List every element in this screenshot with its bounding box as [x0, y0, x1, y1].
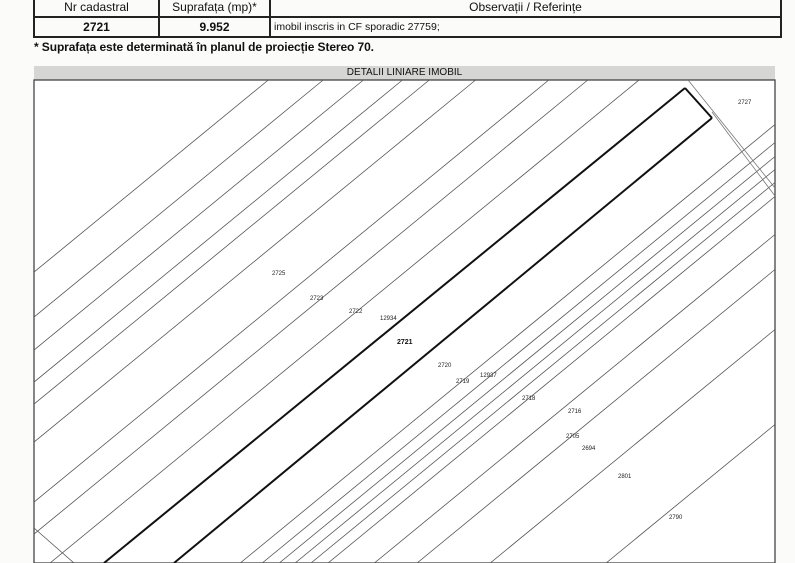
parcel-boundary-line — [33, 79, 589, 535]
road-boundary-line — [711, 111, 776, 197]
main-parcel-boundary — [173, 117, 713, 563]
parcel-boundary-line — [294, 169, 776, 563]
parcel-label: 2725 — [272, 271, 286, 277]
parcel-boundary-line — [279, 156, 776, 563]
parcel-boundary-line — [33, 79, 476, 443]
parcel-boundary-line — [239, 124, 776, 563]
parcel-boundary-line — [33, 79, 324, 318]
plan-frame — [33, 79, 776, 563]
cell-nr-cadastral: 2721 — [33, 16, 160, 38]
header-suprafata: Suprafața (mp)* — [158, 0, 271, 18]
table-header-row: Nr cadastral Suprafața (mp)* Observații … — [33, 0, 782, 18]
parcel-boundary-line — [33, 79, 403, 383]
parcel-boundary-line — [33, 79, 364, 351]
parcel-boundary-line — [33, 79, 430, 405]
parcel-boundary-line — [605, 424, 776, 563]
parcel-label: 2718 — [522, 396, 536, 402]
parcel-label: 2722 — [349, 309, 363, 315]
parcel-label: 2801 — [618, 474, 632, 480]
parcel-boundary-line — [374, 234, 776, 563]
parcel-label: 2716 — [568, 409, 582, 415]
main-parcel-boundary — [684, 87, 713, 119]
parcel-boundary-line — [416, 269, 776, 563]
parcel-label: 2723 — [310, 296, 324, 302]
cadastral-table: Nr cadastral Suprafața (mp)* Observații … — [33, 0, 782, 38]
cell-suprafata: 9.952 — [158, 16, 271, 38]
parcel-boundary-line — [33, 79, 269, 273]
parcel-label: 2790 — [669, 515, 683, 521]
header-nr-cadastral: Nr cadastral — [33, 0, 160, 18]
parcel-label: 2719 — [456, 379, 470, 385]
parcel-label: 2705 — [566, 434, 580, 440]
table-row: 2721 9.952 imobil inscris in CF sporadic… — [33, 16, 782, 38]
parcel-boundary-line — [327, 196, 776, 563]
parcel-boundary-line — [310, 182, 776, 563]
parcel-boundary-line — [49, 79, 640, 563]
parcel-boundary-line — [33, 527, 75, 563]
parcel-label: 2720 — [438, 363, 452, 369]
parcel-boundary-line — [261, 142, 776, 563]
parcel-label: 12934 — [380, 316, 397, 322]
road-boundary-line — [687, 79, 776, 189]
parcel-boundary-line — [489, 329, 776, 563]
cell-observatii: imobil inscris in CF sporadic 27759; — [269, 16, 782, 38]
header-observatii: Observații / Referințe — [269, 0, 782, 18]
parcel-label: 12937 — [480, 373, 497, 379]
main-parcel-label: 2721 — [397, 339, 413, 346]
parcel-label: 2727 — [738, 100, 752, 106]
plan-title: DETALII LINIARE IMOBIL — [34, 66, 775, 80]
main-parcel-boundary — [103, 87, 686, 563]
parcel-label: 2694 — [582, 446, 596, 452]
footnote: * Suprafața este determinată în planul d… — [34, 40, 374, 54]
parcel-boundary-line — [33, 79, 550, 503]
